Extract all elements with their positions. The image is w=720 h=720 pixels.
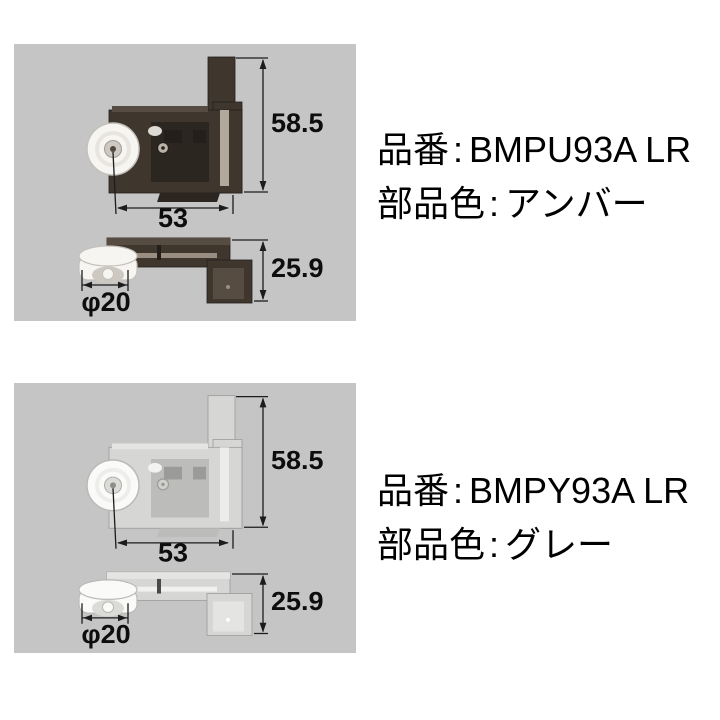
diameter-dimension-label: φ20 [81,620,130,650]
part-color-line: 部品色:グレー [377,518,689,572]
technical-drawing-amber: 58.5 53 [78,56,324,317]
width-dimension-label: 53 [158,203,188,233]
height-dimension-label: 58.5 [271,108,324,138]
height-dimension: 58.5 [236,57,324,193]
part-color-value: グレー [505,524,614,565]
part-number-line: 品番:BMPY93A LR [377,464,689,518]
side-view-drawing [86,395,243,538]
wheel-axle [110,146,116,152]
diameter-dimension-label: φ20 [81,287,130,317]
bottom-view-drawing [78,571,253,636]
wheel-axle [110,482,116,489]
width-dimension: 53 [112,151,234,233]
bottom-view-drawing [78,237,253,304]
part-color-label: 部品色 [377,524,486,565]
product-image-panel-amber: 58.5 53 [14,44,356,321]
part-number-label: 品番 [377,470,450,511]
thickness-dimension-label: 25.9 [271,586,324,616]
colon-separator: : [489,524,500,565]
part-number-label: 品番 [377,129,450,170]
width-dimension-label: 53 [158,538,188,568]
thickness-dimension: 25.9 [232,239,324,302]
part-number-value: BMPU93A LR [469,129,692,170]
colon-separator: : [489,183,500,224]
product-spec-gray: 品番:BMPY93A LR 部品色:グレー [377,464,689,572]
diameter-dimension: φ20 [81,603,131,650]
part-color-line: 部品色:アンバー [377,177,691,231]
part-color-label: 部品色 [377,183,486,224]
colon-separator: : [453,129,464,170]
height-dimension: 58.5 [236,396,324,528]
part-color-value: アンバー [505,183,648,224]
thickness-dimension-label: 25.9 [271,253,324,283]
product-spec-amber: 品番:BMPU93A LR 部品色:アンバー [377,123,691,231]
colon-separator: : [453,470,464,511]
width-dimension: 53 [112,488,234,568]
part-number-line: 品番:BMPU93A LR [377,123,691,177]
technical-drawing-gray: 58.5 53 [78,395,324,650]
height-dimension-label: 58.5 [271,445,324,475]
side-view-drawing [86,56,243,202]
product-image-panel-gray: 58.5 53 [14,383,356,653]
diameter-dimension: φ20 [81,270,131,317]
part-number-value: BMPY93A LR [469,470,690,511]
thickness-dimension: 25.9 [232,573,324,635]
